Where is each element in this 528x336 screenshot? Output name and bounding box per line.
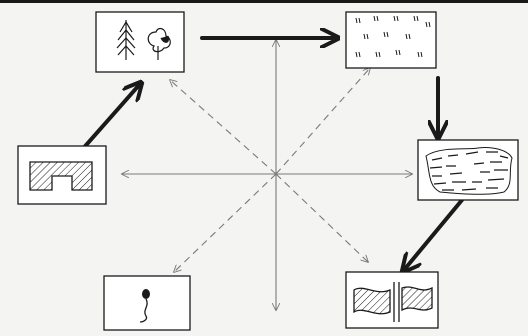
top-border <box>0 0 528 3</box>
panel-sprout <box>103 275 191 331</box>
diagonal-to-sprout <box>174 173 277 272</box>
river-flow-icon <box>353 282 433 322</box>
guide-diagonals <box>170 68 370 272</box>
arrow-industry-to-forest <box>78 84 140 154</box>
arrow-marsh-to-river <box>404 198 464 270</box>
diagonal-to-river <box>275 173 368 262</box>
panel-grassland <box>345 11 437 69</box>
factory-roofline-icon <box>29 161 93 191</box>
panel-industry <box>17 145 107 205</box>
cracked-mud-icon <box>425 147 513 195</box>
guide-axes <box>122 40 412 310</box>
grass-tufts-icon <box>355 15 431 58</box>
succession-arrows <box>78 38 464 270</box>
panel-river <box>345 271 439 329</box>
panel-marsh <box>417 139 519 201</box>
diagonal-to-forest <box>170 80 277 175</box>
trees-icon <box>116 20 171 60</box>
sprouting-seed-icon <box>139 289 150 323</box>
panel-forest <box>95 11 185 73</box>
diagonal-to-grassland <box>275 68 370 175</box>
